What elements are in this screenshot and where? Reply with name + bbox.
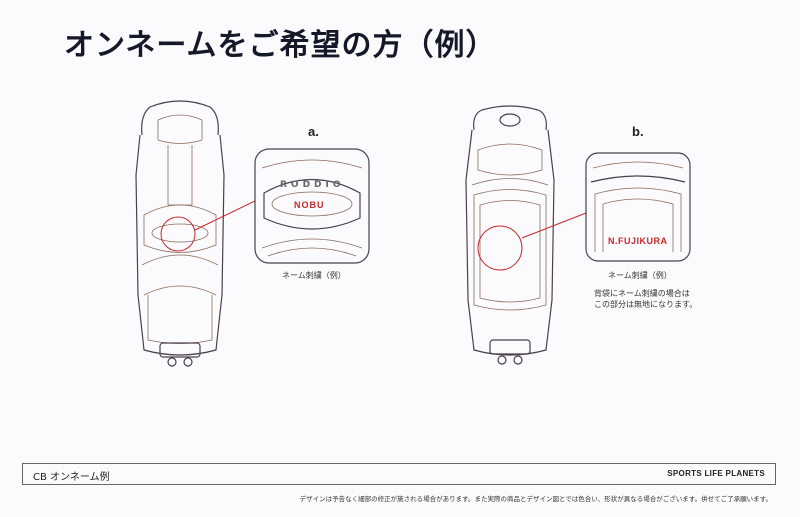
- disclaimer-text: デザインは予告なく細部の修正が施される場合があります。また実際の商品とデザイン図…: [299, 495, 772, 503]
- caption-b: ネーム刺繍（例）: [608, 271, 672, 280]
- note-line-1: 背袋にネーム刺繍の場合は: [594, 289, 690, 298]
- zoom-box-b: [585, 152, 691, 262]
- zoom-box-a: [254, 148, 370, 264]
- label-b: b.: [632, 124, 644, 139]
- caption-a: ネーム刺繍（例）: [282, 271, 346, 280]
- label-a: a.: [308, 124, 319, 139]
- embroidery-text-b: N.FUJIKURA: [608, 236, 668, 246]
- embroidery-text-a: NOBU: [294, 200, 325, 210]
- note-line-2: この部分は無地になります。: [594, 300, 698, 309]
- page-title: オンネームをご希望の方（例）: [64, 28, 497, 63]
- footer-bar: CB オンネーム例 SPORTS LIFE PLANETS: [22, 463, 776, 485]
- connector-line-b: [521, 212, 587, 239]
- bag-a-illustration: [135, 100, 225, 367]
- brand-name: SPORTS LIFE PLANETS: [667, 469, 765, 478]
- connector-line-a: [194, 199, 258, 231]
- bag-b-illustration: [465, 105, 555, 365]
- footer-label: CB オンネーム例: [33, 472, 110, 483]
- logo-text-a: RODDIO: [280, 180, 345, 190]
